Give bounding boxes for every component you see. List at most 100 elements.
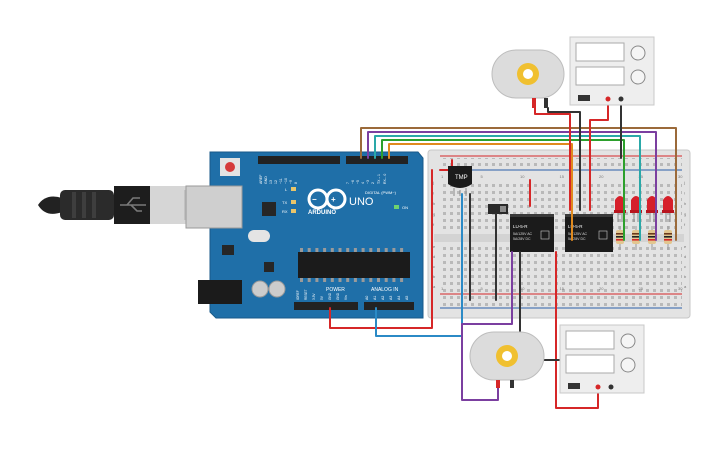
header-pin-label: A0 — [365, 296, 369, 300]
relay-2-label: LU-5-R — [568, 224, 583, 229]
relay-symbol-icon — [598, 230, 608, 240]
header-pin-label: IOREF — [296, 290, 300, 300]
temperature-sensor[interactable]: TMP — [448, 166, 472, 196]
wire-red[interactable] — [329, 169, 433, 329]
header-pin-label: 12 — [274, 180, 278, 184]
power-supply-1[interactable] — [569, 36, 655, 106]
led-tx-icon — [291, 200, 296, 204]
resistor[interactable] — [648, 226, 656, 250]
wire-red[interactable] — [534, 107, 571, 211]
breadboard-column-label: 25 — [639, 174, 644, 179]
breadboard-column-label: 1 — [441, 286, 444, 291]
supply-display — [575, 66, 625, 86]
led-on-icon — [394, 205, 399, 209]
breadboard-column-label: 10 — [520, 174, 525, 179]
header-pin-label: RESET — [304, 289, 308, 300]
breadboard-column-label: 30 — [678, 286, 683, 291]
usb-cable[interactable] — [38, 186, 210, 224]
wire-orange[interactable] — [388, 143, 573, 241]
breadboard-column-label: 5 — [481, 174, 484, 179]
breadboard-column-label: 1 — [441, 174, 444, 179]
header-pin-label: ~9 — [289, 180, 293, 184]
led-l-icon — [291, 187, 296, 191]
wire-teal[interactable] — [374, 135, 641, 241]
wire-purple[interactable] — [367, 131, 657, 241]
breadboard-row-label: h — [433, 201, 435, 206]
sensor-label: TMP — [455, 175, 468, 181]
capacitor-icon — [251, 280, 269, 298]
header-pin-label: A2 — [381, 296, 385, 300]
header-pin-label: AREF — [259, 175, 263, 184]
breadboard-row-label: j — [683, 180, 685, 185]
breadboard-row-label: g — [433, 212, 435, 217]
breadboard-row-label: d — [433, 254, 435, 259]
wire-green[interactable] — [381, 139, 625, 241]
resistor[interactable] — [664, 226, 672, 250]
header-pin-label: 5V — [320, 295, 324, 300]
led-red[interactable] — [614, 196, 626, 222]
wire-red[interactable] — [589, 102, 609, 211]
terminal-negative[interactable] — [608, 384, 614, 390]
wire-brown[interactable] — [360, 127, 677, 241]
resistor[interactable] — [616, 226, 624, 250]
led-red[interactable] — [662, 196, 674, 222]
switch-icon[interactable] — [568, 383, 580, 389]
breadboard-column-label: 20 — [599, 174, 604, 179]
header-pin-label: 13 — [269, 180, 273, 184]
header-pin-label: RX←0 — [383, 174, 387, 184]
knob-icon[interactable] — [620, 333, 636, 349]
header-pin-label: 7 — [346, 182, 350, 184]
header-pin-label: ~10 — [284, 178, 288, 184]
knob-icon[interactable] — [630, 69, 646, 85]
wire-blue[interactable] — [375, 193, 463, 337]
header-pin-label: ~3 — [366, 180, 370, 184]
header-pin-label: GND — [336, 292, 340, 300]
wire-black[interactable] — [547, 107, 581, 211]
led-red[interactable] — [630, 196, 642, 222]
knob-icon[interactable] — [630, 45, 646, 61]
relay-2-spec: 5A/28V DC — [568, 237, 586, 241]
breadboard-row-label: g — [684, 212, 686, 217]
terminal-negative[interactable] — [618, 96, 624, 102]
power-supply-2[interactable] — [559, 324, 645, 394]
breadboard-column-label: 30 — [678, 174, 683, 179]
resistor[interactable] — [632, 226, 640, 250]
atmega-chip — [298, 252, 410, 278]
reset-button-icon[interactable] — [225, 162, 235, 172]
wire-red[interactable] — [555, 251, 599, 409]
svg-text:+: + — [331, 195, 336, 204]
digital-header-label: DIGITAL (PWM~) — [365, 190, 397, 195]
led-red[interactable] — [646, 196, 658, 222]
usb-symbol-icon — [120, 197, 146, 212]
led-l-label: L — [285, 187, 288, 192]
breadboard-row-label: d — [684, 254, 686, 259]
terminal-positive[interactable] — [595, 384, 601, 390]
dc-motor-2[interactable] — [469, 331, 545, 388]
terminal-positive[interactable] — [605, 96, 611, 102]
crystal-oscillator — [248, 230, 270, 242]
breadboard-column-label: 10 — [520, 286, 525, 291]
breadboard-column-label: 25 — [639, 286, 644, 291]
header-pin-label: 2 — [371, 182, 375, 184]
breadboard-row-label: i — [433, 191, 434, 196]
header-pin-label: A1 — [373, 296, 377, 300]
dc-motor-1[interactable] — [491, 49, 565, 108]
relay-1-spec: 5A/28V DC — [513, 237, 531, 241]
breadboard-row-label: a — [433, 284, 436, 289]
supply-display — [565, 330, 615, 350]
analog-header-label: ANALOG IN — [371, 287, 399, 293]
knob-icon[interactable] — [620, 357, 636, 373]
header-pin-label: 3.3V — [312, 293, 316, 300]
relay-1-label: LU-5-R — [513, 224, 528, 229]
header-pin-label: 4 — [361, 182, 365, 184]
usb-chip — [262, 202, 276, 216]
breadboard-column-label: 20 — [599, 286, 604, 291]
switch-icon[interactable] — [578, 95, 590, 101]
wire-purple[interactable] — [461, 251, 513, 401]
slide-switch[interactable] — [488, 204, 508, 214]
breadboard-column-label: 5 — [481, 286, 484, 291]
relay-1[interactable]: LU-5-R 5A/125V AC 5A/28V DC — [510, 214, 554, 252]
